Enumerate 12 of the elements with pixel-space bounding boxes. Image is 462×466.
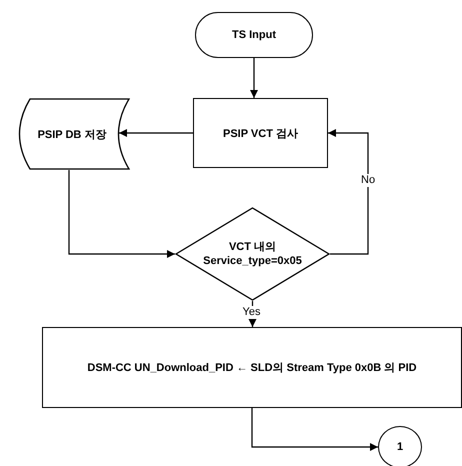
arrow <box>250 58 258 98</box>
decision-diamond: VCT 내의 Service_type=0x05 <box>175 207 330 301</box>
arrow <box>251 408 378 451</box>
edge-label: No <box>360 174 376 187</box>
terminal-box: TS Input <box>195 12 313 58</box>
arrow <box>328 129 369 255</box>
process-box: PSIP VCT 검사 <box>193 98 328 168</box>
edge-label: Yes <box>242 306 262 319</box>
process-box: DSM-CC UN_Download_PID ← SLD의 Stream Type 0x0B 의 PID <box>42 327 462 408</box>
arrow <box>119 129 193 137</box>
connector-circle: 1 <box>378 426 422 466</box>
arrow <box>68 170 175 258</box>
